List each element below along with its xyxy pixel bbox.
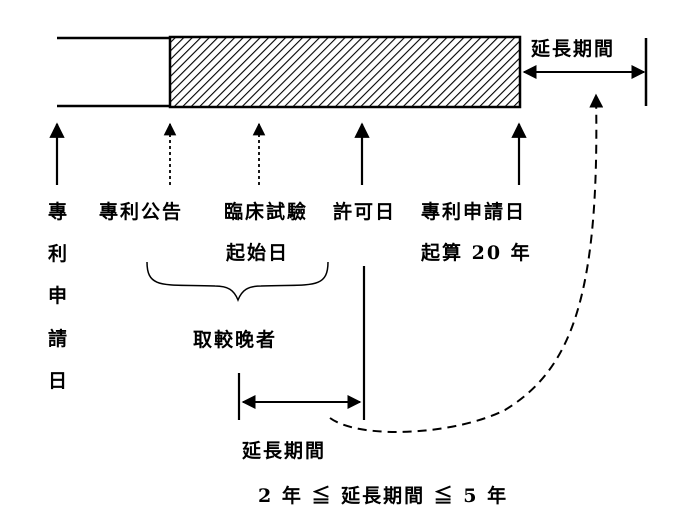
filing-date-label: 專利申請日: [421, 201, 527, 223]
patent-term-bar: [57, 35, 522, 109]
clinical-start-label: 起始日: [226, 242, 290, 264]
filing-vertical-char: 申: [48, 285, 68, 307]
filing-vertical-char: 專: [48, 201, 68, 223]
extension-label-top: 延長期間: [531, 38, 616, 60]
extension-arrow-bottom: [237, 266, 366, 420]
range-rule-label: 2 年 ≦ 延長期間 ≦ 5 年: [258, 485, 509, 507]
patent-announcement-label: 專利公告: [99, 201, 184, 223]
hatched-period: [168, 35, 522, 109]
clinical-trial-label: 臨床試驗: [224, 201, 309, 223]
filing-vertical-char: 日: [48, 370, 68, 392]
event-arrows: [49, 122, 527, 185]
filing-vertical-char: 利: [48, 243, 68, 265]
approval-date-label: 許可日: [333, 201, 397, 223]
twenty-years-label: 起算 20 年: [421, 242, 532, 264]
extension-arrow-top: [522, 38, 648, 106]
filing-vertical-char: 請: [48, 328, 68, 350]
brace: [146, 261, 329, 303]
extension-label-bottom: 延長期間: [242, 440, 327, 462]
later-one-label: 取較晚者: [193, 329, 278, 351]
dashed-curve: [329, 93, 604, 433]
